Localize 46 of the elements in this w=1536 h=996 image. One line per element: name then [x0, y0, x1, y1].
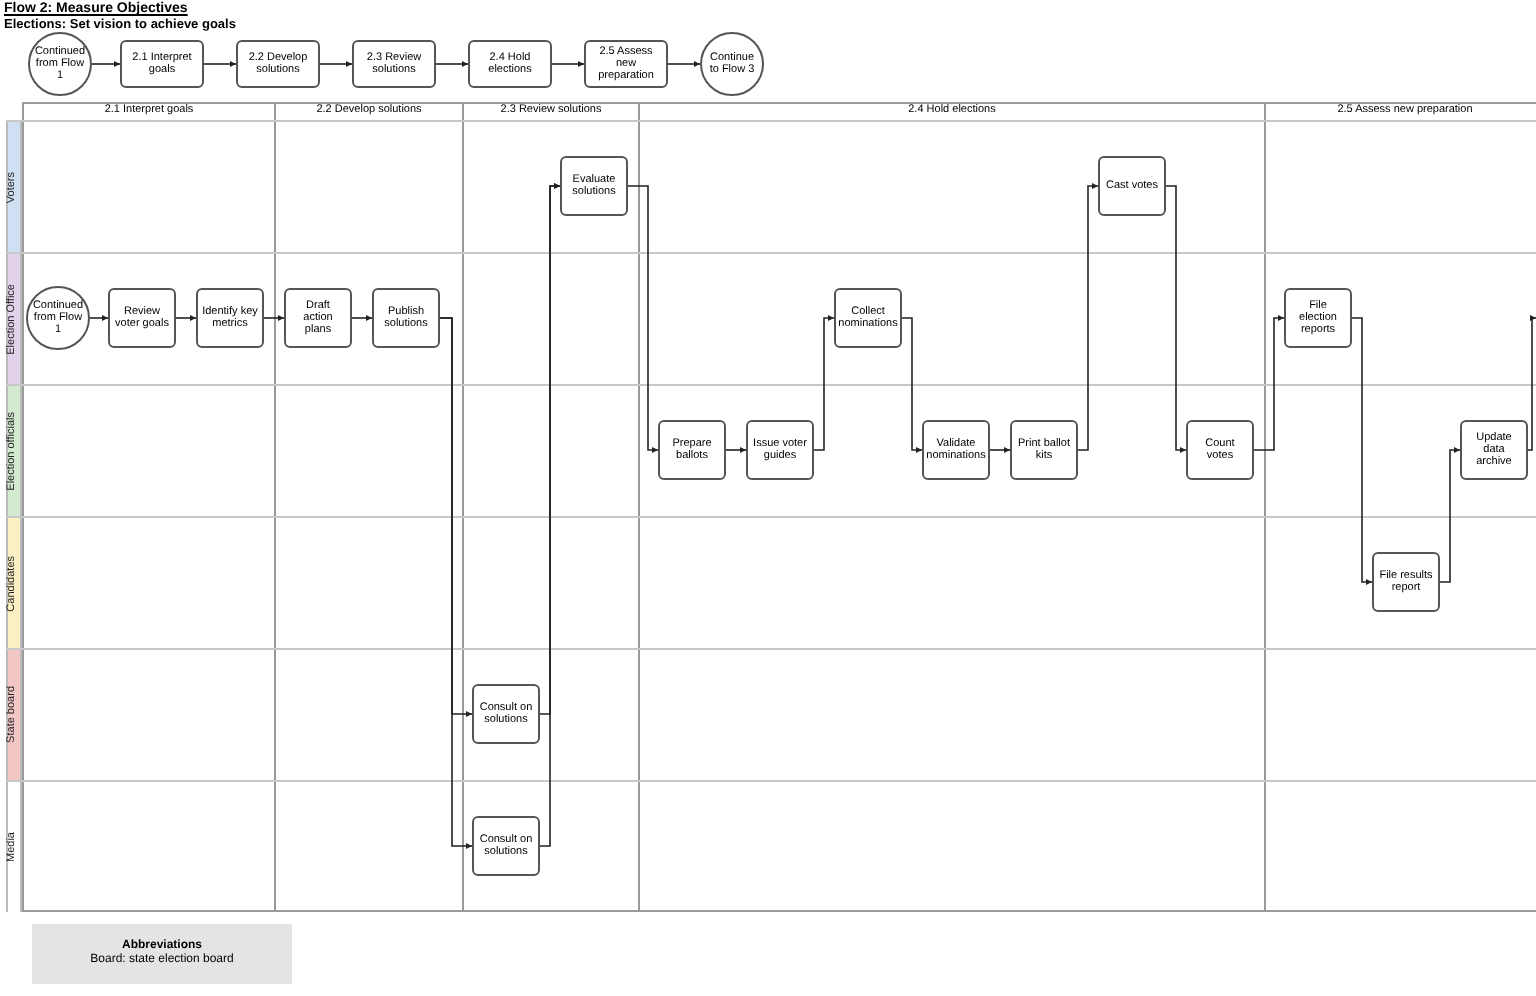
- process-box: [196, 288, 264, 348]
- process-box: [284, 288, 352, 348]
- process-box: [560, 156, 628, 216]
- process-box: [1284, 288, 1352, 348]
- process-box: [372, 288, 440, 348]
- process-box: [468, 40, 552, 88]
- connector-arrow: [175, 314, 197, 322]
- connector-arrow: [203, 60, 237, 68]
- process-box: [584, 40, 668, 88]
- connector-arrow: [263, 314, 285, 322]
- connector-arrow: [539, 182, 561, 847]
- process-box: [746, 420, 814, 480]
- process-box: [352, 40, 436, 88]
- connector-arrow: [551, 60, 585, 68]
- connector-arrow: [901, 317, 923, 454]
- process-box: [1010, 420, 1078, 480]
- connector-arrow: [667, 60, 701, 68]
- connector-arrow: [1253, 314, 1285, 451]
- connector-arrow: [1077, 182, 1099, 451]
- process-box: [922, 420, 990, 480]
- process-box: [108, 288, 176, 348]
- connector-arrow: [989, 446, 1011, 454]
- connector-arrow: [1165, 185, 1187, 454]
- connector-arrow: [351, 314, 373, 322]
- connector-arrow: [627, 185, 659, 454]
- process-box: [1186, 420, 1254, 480]
- connector-arrow: [91, 60, 121, 68]
- abbreviations-note: [32, 924, 292, 984]
- process-box: [472, 816, 540, 876]
- connector-arrow: [1351, 317, 1373, 586]
- process-box: [658, 420, 726, 480]
- connector-arrow: [813, 314, 835, 451]
- process-box: [834, 288, 902, 348]
- connector-arrow: [1527, 314, 1536, 451]
- connector-arrow: [1439, 446, 1461, 583]
- process-box: [236, 40, 320, 88]
- connector-arrow: [319, 60, 353, 68]
- connector-arrow: [439, 317, 473, 850]
- connector-arrow: [435, 60, 469, 68]
- connector-arrow: [725, 446, 747, 454]
- process-box: [1460, 420, 1528, 480]
- process-box: [472, 684, 540, 744]
- connector-arrow: [89, 314, 109, 322]
- process-box: [1372, 552, 1440, 612]
- process-box: [1098, 156, 1166, 216]
- process-box: [120, 40, 204, 88]
